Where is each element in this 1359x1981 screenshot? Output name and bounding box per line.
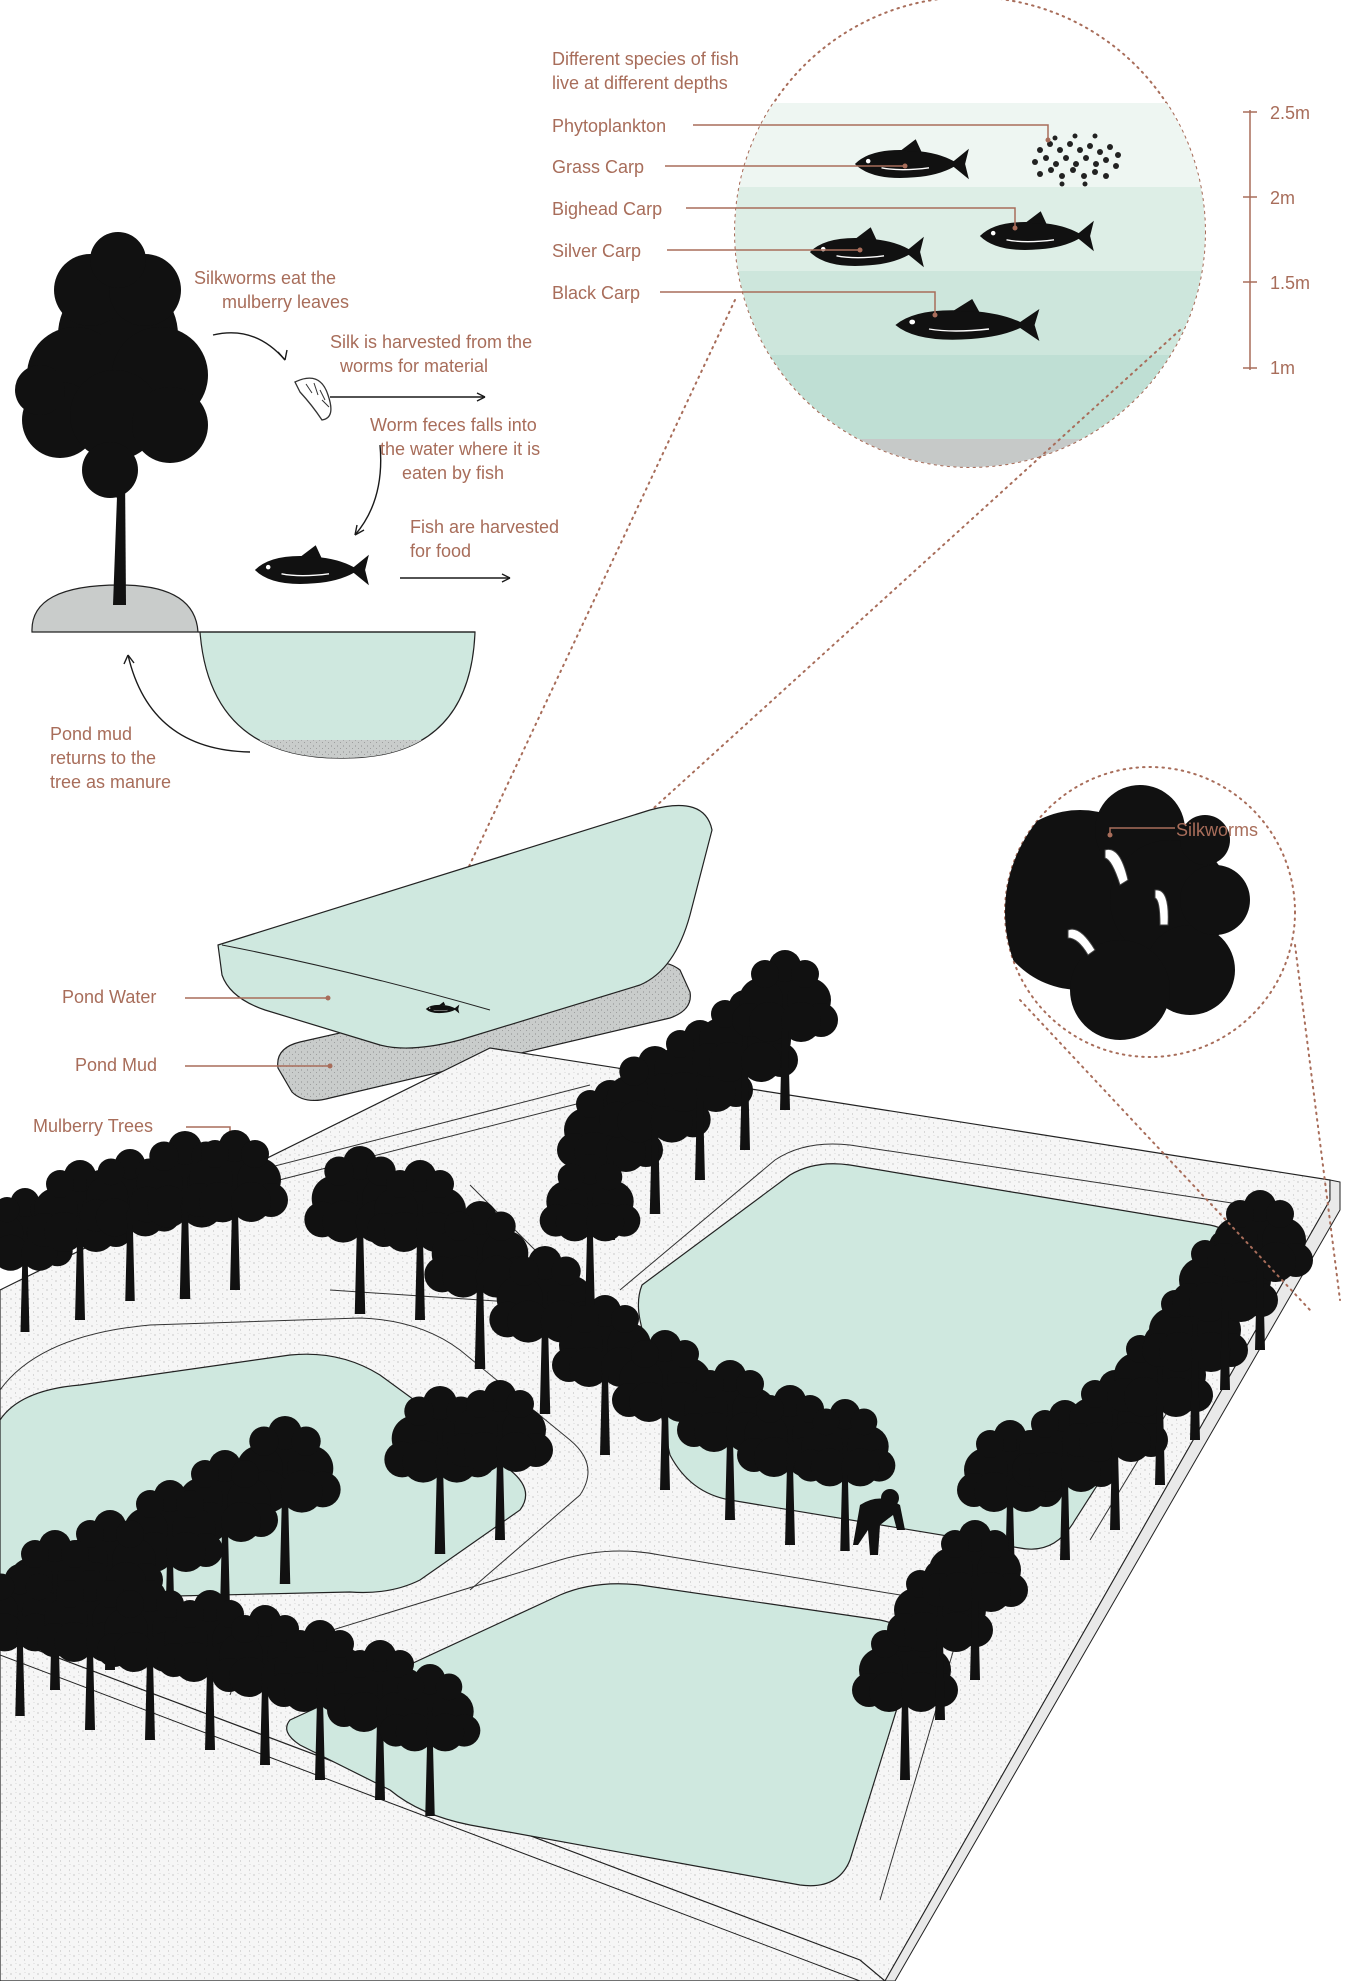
person-icon bbox=[853, 1489, 905, 1555]
cycle-step3-line1: Worm feces falls into bbox=[370, 415, 537, 435]
fish-depth-panel bbox=[660, 0, 1257, 468]
cycle-diagram bbox=[15, 232, 511, 759]
cycle-step4-line2: for food bbox=[410, 541, 472, 561]
scale-tick-2m: 2m bbox=[1270, 188, 1296, 208]
landscape bbox=[0, 950, 1341, 1981]
cycle-step4-line1: Fish are harvested bbox=[410, 517, 560, 537]
scale-tick-2-5m: 2.5m bbox=[1270, 103, 1311, 123]
bighead-carp-label: Bighead Carp bbox=[552, 199, 663, 219]
grass-carp-label: Grass Carp bbox=[552, 157, 645, 177]
pond-mud-label: Pond Mud bbox=[75, 1055, 158, 1075]
silkworm-zoom-panel bbox=[1004, 766, 1341, 1311]
pond-bottom bbox=[286, 1583, 914, 1887]
scale-tick-1m: 1m bbox=[1270, 358, 1296, 378]
cycle-step5-line1: Pond mud bbox=[50, 724, 133, 744]
mulberry-trees-label: Mulberry Trees bbox=[33, 1116, 154, 1136]
silkworm-icon bbox=[1067, 848, 1169, 956]
cycle-step2-line1: Silk is harvested from the bbox=[330, 332, 533, 352]
depth-scale bbox=[1243, 110, 1257, 370]
cycle-step3-line3: eaten by fish bbox=[402, 463, 505, 483]
zoom-line-left bbox=[417, 299, 736, 976]
silkworm-icon bbox=[294, 377, 332, 421]
cycle-step2-line2: worms for material bbox=[340, 356, 489, 376]
cycle-step1-line2: mulberry leaves bbox=[222, 292, 350, 312]
flow-arrow-mud bbox=[127, 654, 251, 753]
phytoplankton-label: Phytoplankton bbox=[552, 116, 667, 136]
fish-icon bbox=[254, 544, 370, 586]
pond-water-label: Pond Water bbox=[62, 987, 157, 1007]
mulberry-tree-icon bbox=[15, 232, 208, 605]
cycle-step3-line2: the water where it is bbox=[380, 439, 541, 459]
phytoplankton-icon bbox=[1032, 133, 1121, 187]
flow-arrow-feces bbox=[354, 444, 382, 536]
cycle-step1-line1: Silkworms eat the bbox=[194, 268, 337, 288]
cycle-step5-line2: returns to the bbox=[50, 748, 157, 768]
cycle-step5-line3: tree as manure bbox=[50, 772, 172, 792]
depth-heading-line2: live at different depths bbox=[552, 73, 728, 93]
flow-arrow-1 bbox=[212, 332, 286, 361]
scale-tick-1-5m: 1.5m bbox=[1270, 273, 1311, 293]
silkworms-label: Silkworms bbox=[1176, 820, 1259, 840]
black-carp-label: Black Carp bbox=[552, 283, 641, 303]
depth-heading-line1: Different species of fish bbox=[552, 49, 739, 69]
silver-carp-label: Silver Carp bbox=[552, 241, 642, 261]
